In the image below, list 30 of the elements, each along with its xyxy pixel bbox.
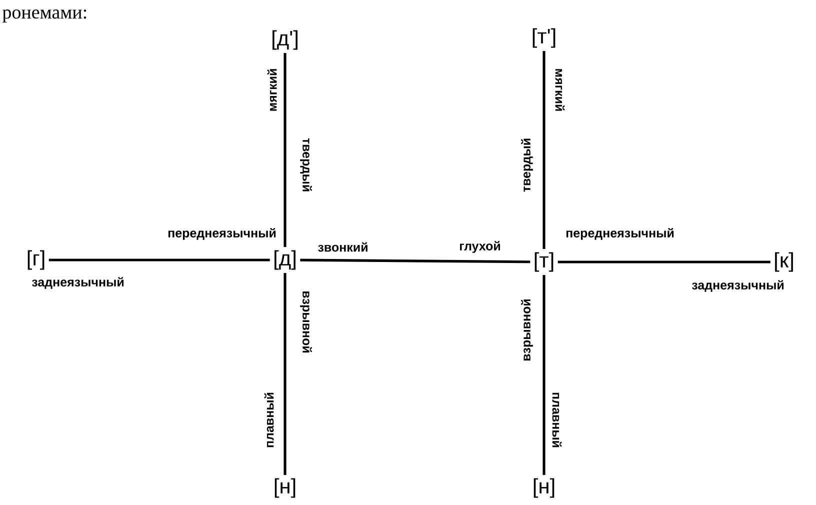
phoneme: [г] — [28, 250, 44, 270]
phoneme: [д] — [274, 250, 296, 270]
phoneme: [т] — [534, 252, 554, 272]
feature-label: мягкий — [267, 69, 277, 111]
feature-label: плавный — [552, 392, 562, 448]
feature-label: заднеязычный — [32, 277, 124, 289]
connector-line — [542, 50, 546, 249]
connector-line — [558, 260, 770, 264]
phoneme: [н] — [274, 478, 296, 498]
phoneme: [н] — [534, 478, 554, 498]
text-fragment: ронемами: — [2, 10, 86, 22]
feature-label: твердый — [300, 138, 312, 192]
feature-label: звонкий — [318, 242, 368, 252]
feature-label: переднеязычный — [168, 228, 276, 240]
phoneme: [т'] — [532, 28, 556, 48]
connector-line — [284, 272, 286, 475]
feature-label: переднеязычный — [566, 228, 674, 240]
phoneme: [д'] — [272, 30, 298, 50]
feature-label: взрывной — [300, 291, 312, 353]
feature-label: глухой — [460, 241, 500, 253]
feature-label: мягкий — [555, 69, 565, 111]
connector-line — [284, 52, 286, 247]
feature-label: твердый — [521, 138, 533, 192]
phoneme: [к] — [775, 252, 793, 272]
feature-label: плавный — [264, 392, 274, 448]
connector-line — [48, 258, 270, 262]
connector-line — [542, 274, 546, 475]
feature-label: взрывной — [521, 299, 533, 360]
connector-line — [300, 258, 530, 264]
feature-label: заднеязычный — [692, 280, 784, 292]
